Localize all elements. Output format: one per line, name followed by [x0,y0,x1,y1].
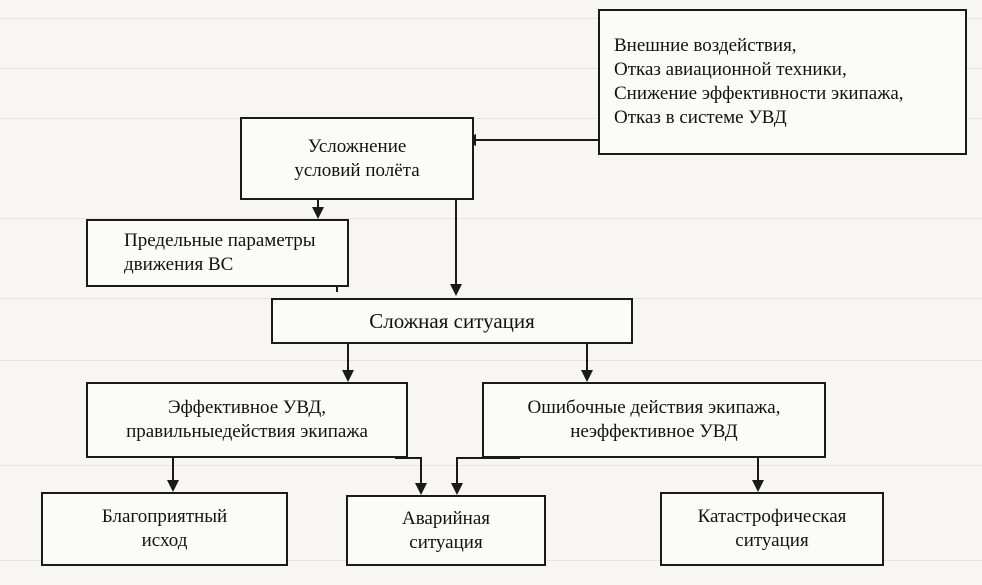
emergency-line-1: Аварийная [401,507,491,529]
external-line-4: Отказ в системе УВД [614,107,787,128]
complication-box: Усложнение условий полёта [240,117,474,200]
emergency-line-2: ситуация [409,531,483,553]
errors-line-1: Ошибочные действия экипажа, [527,397,781,418]
background-rule [0,360,982,361]
favorable-line-1: Благоприятный [101,506,228,527]
limit-parameters-box: Предельные параметры движения ВС [86,219,349,287]
background-rule [0,465,982,466]
complication-line-1: Усложнение [307,135,407,157]
background-rule [0,118,982,119]
effective-line-1: Эффективное УВД, [167,397,327,418]
crew-errors-box: Ошибочные действия экипажа, неэффективно… [482,382,826,458]
effective-line-2: правильныедействия экипажа [126,421,368,442]
catastrophic-line-2: ситуация [735,530,809,551]
arrowhead-down-icon [415,483,427,495]
effective-atc-box: Эффективное УВД, правильныедействия экип… [86,382,408,458]
limits-line-2: движения ВС [124,254,234,275]
arrowhead-down-icon [342,370,354,382]
favorable-outcome-box: Благоприятный исход [41,492,288,566]
errors-line-2: неэффективное УВД [570,421,738,442]
limits-line-1: Предельные параметры [124,230,316,251]
arrowhead-down-icon [167,480,179,492]
background-rule [0,68,982,69]
background-rule [0,218,982,219]
catastrophic-line-1: Катастрофическая [697,506,847,527]
catastrophic-situation-box: Катастрофическая ситуация [660,492,884,566]
complex-line-1: Сложная ситуация [369,309,535,333]
arrowhead-down-icon [451,483,463,495]
external-factors-box: Внешние воздействия, Отказ авиационной т… [598,9,967,155]
background-rule [0,18,982,19]
arrowhead-down-icon [450,284,462,296]
external-line-3: Снижение эффективности экипажа, [614,83,904,104]
emergency-situation-box: Аварийная ситуация [346,495,546,566]
complex-situation-box: Сложная ситуация [271,298,633,344]
arrowhead-down-icon [752,480,764,492]
favorable-line-2: исход [141,530,188,551]
arrowhead-down-icon [581,370,593,382]
external-line-2: Отказ авиационной техники, [614,59,847,80]
complication-line-2: условий полёта [294,159,420,181]
external-line-1: Внешние воздействия, [614,35,797,56]
